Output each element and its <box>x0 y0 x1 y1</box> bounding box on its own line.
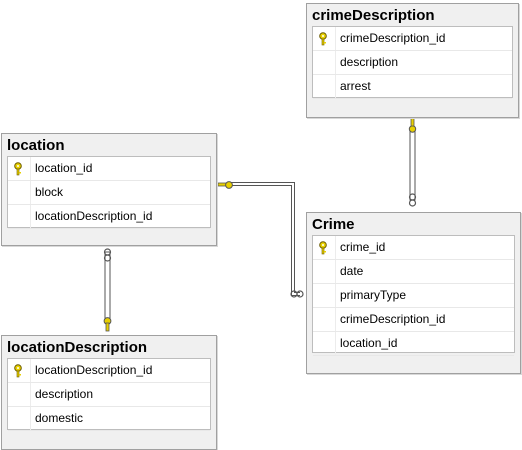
column-row[interactable]: primaryType <box>313 284 514 308</box>
key-icon <box>408 117 417 133</box>
table-locationdescription[interactable]: locationDescription locationDescription_… <box>1 335 217 450</box>
table-location[interactable]: location location_id block locationDescr… <box>1 133 217 246</box>
row-gutter <box>313 332 336 355</box>
row-gutter <box>8 205 31 228</box>
column-name: date <box>340 264 364 278</box>
column-name: block <box>35 185 64 199</box>
column-row[interactable]: crime_id <box>313 236 514 260</box>
column-name: crimeDescription_id <box>340 312 446 326</box>
column-grid: locationDescription_id description domes… <box>7 358 211 431</box>
table-title: crimeDescription <box>312 7 435 24</box>
column-name: arrest <box>340 79 371 93</box>
table-crimedescription[interactable]: crimeDescription crimeDescription_id des… <box>306 3 519 118</box>
row-gutter <box>8 181 31 204</box>
relationship-location-locationdescription[interactable] <box>103 248 112 332</box>
column-name: description <box>35 387 94 401</box>
row-gutter <box>8 157 31 180</box>
column-row[interactable]: location_id <box>313 332 514 356</box>
column-name: location_id <box>35 161 93 175</box>
relationship-location-crime[interactable] <box>217 181 304 298</box>
row-gutter <box>313 260 336 283</box>
key-icon <box>217 181 233 189</box>
table-title: locationDescription <box>7 339 148 356</box>
column-row[interactable]: locationDescription_id <box>8 359 210 383</box>
column-row[interactable]: crimeDescription_id <box>313 308 514 332</box>
column-name: crimeDescription_id <box>340 31 446 45</box>
infinity-icon <box>408 193 417 207</box>
column-row[interactable]: crimeDescription_id <box>313 27 512 51</box>
row-gutter <box>313 27 336 50</box>
column-name: location_id <box>340 336 398 350</box>
row-gutter <box>8 383 31 406</box>
column-name: primaryType <box>340 288 407 302</box>
column-grid: crime_id date primaryType crimeDescripti… <box>312 235 515 356</box>
column-grid: location_id block locationDescription_id <box>7 156 211 229</box>
primary-key-icon <box>319 241 327 255</box>
row-gutter <box>313 51 336 74</box>
column-row[interactable]: location_id <box>8 157 210 181</box>
column-row[interactable]: date <box>313 260 514 284</box>
primary-key-icon <box>319 32 327 46</box>
primary-key-icon <box>14 364 22 378</box>
table-crime[interactable]: Crime crime_id date primaryType crimeDes… <box>306 212 521 374</box>
table-title: location <box>7 137 65 154</box>
row-gutter <box>313 75 336 98</box>
column-name: description <box>340 55 399 69</box>
primary-key-icon <box>14 162 22 176</box>
relationship-crimedescription-crime[interactable] <box>408 117 417 207</box>
column-row[interactable]: description <box>313 51 512 75</box>
key-icon <box>103 317 112 332</box>
infinity-icon <box>290 290 304 298</box>
column-grid: crimeDescription_id description arrest <box>312 26 513 99</box>
table-title: Crime <box>312 216 355 233</box>
column-name: locationDescription_id <box>35 209 153 223</box>
column-name: domestic <box>35 411 84 425</box>
column-name: locationDescription_id <box>35 363 153 377</box>
row-gutter <box>8 359 31 382</box>
row-gutter <box>313 236 336 259</box>
column-row[interactable]: domestic <box>8 407 210 431</box>
column-row[interactable]: arrest <box>313 75 512 99</box>
row-gutter <box>313 284 336 307</box>
column-name: crime_id <box>340 240 386 254</box>
infinity-icon <box>103 248 112 262</box>
column-row[interactable]: locationDescription_id <box>8 205 210 229</box>
row-gutter <box>8 407 31 430</box>
column-row[interactable]: block <box>8 181 210 205</box>
row-gutter <box>313 308 336 331</box>
column-row[interactable]: description <box>8 383 210 407</box>
